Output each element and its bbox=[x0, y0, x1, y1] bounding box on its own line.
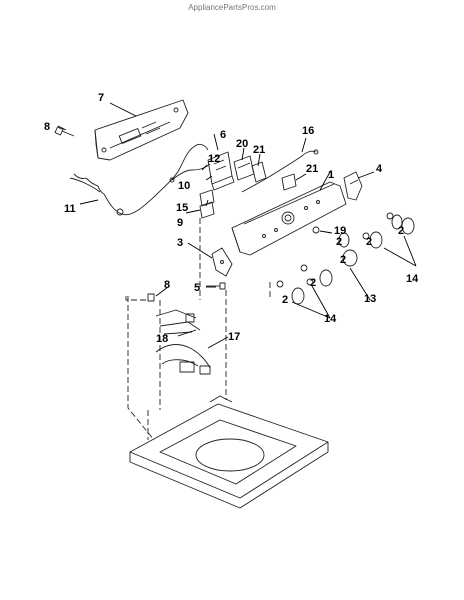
callout-10: 10 bbox=[178, 180, 190, 192]
callout-3: 3 bbox=[177, 237, 183, 249]
callout-5: 5 bbox=[194, 282, 200, 294]
callout-17: 17 bbox=[228, 331, 240, 343]
callout-labels: 1 2 2 2 2 2 2 3 4 5 6 7 8 8 9 10 11 12 1… bbox=[44, 92, 419, 345]
callout-2: 2 bbox=[336, 236, 342, 248]
switch-part bbox=[251, 161, 267, 183]
callout-18: 18 bbox=[156, 333, 168, 345]
callout-13: 13 bbox=[364, 293, 376, 305]
callout-2: 2 bbox=[366, 236, 372, 248]
wire-harness-part bbox=[241, 149, 319, 193]
wire-harness-part bbox=[155, 309, 201, 335]
rear-panel-part bbox=[94, 99, 189, 161]
callout-19: 19 bbox=[334, 225, 346, 237]
screw-part bbox=[147, 293, 155, 302]
end-cap-part bbox=[343, 171, 363, 201]
callout-2: 2 bbox=[282, 294, 288, 306]
callout-4: 4 bbox=[376, 163, 383, 175]
console-part bbox=[231, 181, 347, 256]
end-cap-part bbox=[211, 247, 233, 277]
callout-15: 15 bbox=[176, 202, 188, 214]
callout-14: 14 bbox=[406, 273, 419, 285]
cabinet-top-part bbox=[129, 395, 329, 509]
switch-part bbox=[199, 189, 215, 219]
indicator-part bbox=[312, 226, 320, 234]
callout-8: 8 bbox=[164, 279, 170, 291]
wire-harness-part bbox=[155, 344, 211, 375]
callout-12: 12 bbox=[208, 153, 220, 165]
watermark: AppliancePartsPros.com bbox=[188, 3, 276, 12]
callout-9: 9 bbox=[177, 217, 183, 229]
callout-8: 8 bbox=[44, 121, 50, 133]
knob-part bbox=[276, 212, 415, 305]
callout-2: 2 bbox=[340, 254, 346, 266]
callout-7: 7 bbox=[98, 92, 104, 104]
switch-part bbox=[233, 155, 255, 181]
leader-lines bbox=[57, 102, 417, 349]
callout-16: 16 bbox=[302, 125, 314, 137]
screw-part bbox=[54, 126, 75, 137]
screw-part bbox=[206, 282, 226, 290]
routing-lines bbox=[125, 218, 271, 441]
callout-11: 11 bbox=[64, 203, 76, 215]
callout-14: 14 bbox=[324, 313, 337, 325]
callout-2: 2 bbox=[310, 277, 316, 289]
callout-20: 20 bbox=[236, 138, 248, 150]
power-cord-part bbox=[69, 143, 209, 216]
callout-21: 21 bbox=[306, 163, 318, 175]
callout-21: 21 bbox=[253, 144, 265, 156]
switch-part bbox=[281, 173, 297, 191]
callout-2: 2 bbox=[398, 225, 404, 237]
callout-6: 6 bbox=[220, 129, 226, 141]
timer-part bbox=[207, 151, 235, 191]
callout-1: 1 bbox=[328, 169, 334, 181]
